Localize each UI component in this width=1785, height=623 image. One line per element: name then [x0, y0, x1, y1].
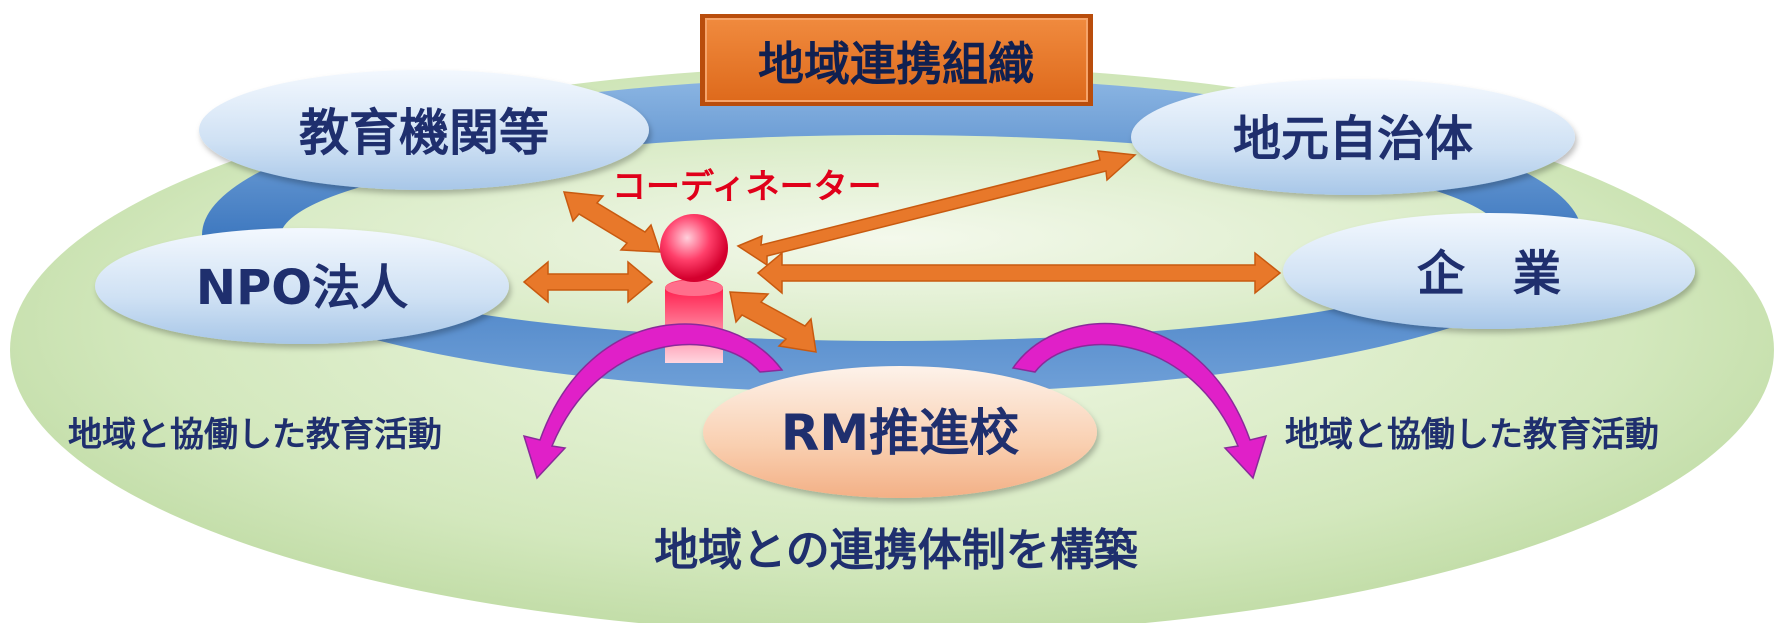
coordinator-figure: [660, 214, 728, 363]
title-box: [700, 14, 1093, 106]
curved-arrows: [522, 322, 1268, 480]
title-box-label: 地域連携組織: [758, 37, 1034, 91]
node-company: [1283, 213, 1695, 329]
node-company-label: 企 業: [1417, 246, 1561, 302]
node-education-label: 教育機関等: [299, 104, 549, 162]
node-school-label: RM推進校: [781, 404, 1019, 462]
bottom-caption: 地域との連携体制を構築: [654, 525, 1139, 576]
arrow-coordinator-school: [729, 291, 817, 353]
curved-arrow-left: [522, 323, 784, 480]
coordinator-label: コーディネーター: [612, 167, 882, 207]
node-education: [199, 70, 649, 190]
arrow-coordinator-company: [756, 251, 1282, 295]
connection-arrows: [522, 150, 1282, 353]
node-school: [703, 366, 1097, 498]
node-local-gov-label: 地元自治体: [1233, 111, 1473, 167]
coordinator-head: [660, 214, 728, 282]
activity-label-left: 地域と協働した教育活動: [68, 415, 442, 455]
node-npo: [95, 228, 509, 344]
node-local-gov: [1131, 79, 1575, 195]
curved-arrow-right: [1011, 322, 1268, 480]
arrow-coordinator-npo: [522, 260, 654, 304]
node-npo-label: NPO法人: [196, 260, 408, 316]
activity-label-right: 地域と協働した教育活動: [1285, 415, 1659, 455]
arrow-coordinator-education: [562, 191, 662, 253]
arrow-coordinator-local-gov: [736, 150, 1137, 267]
